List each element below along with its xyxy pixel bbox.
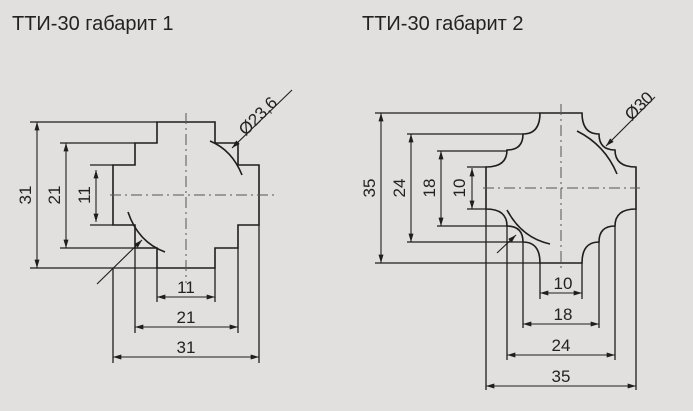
diagram1-diameter-leader (96, 239, 143, 285)
diagram1-title: ТТИ-30 габарит 1 (12, 13, 174, 35)
diagram1-hdim-label: 21 (177, 308, 196, 327)
diagram2-extension-lines (375, 112, 637, 390)
diagram1-hdim-label: 31 (177, 338, 196, 357)
diagram2-diameter-label: Ø30 (621, 88, 657, 124)
diagram2-vdim-label: 35 (360, 179, 379, 198)
diagram1-hdim-label: 11 (177, 278, 195, 297)
diagram1-vdim-label: 11 (75, 186, 94, 204)
diagram2-hdim-label: 10 (554, 274, 573, 293)
diagram1-diameter-leader (231, 89, 293, 149)
diagram2-diameter-leader (605, 96, 656, 147)
diagram2-vdim-label: 18 (420, 179, 439, 198)
diagram2-vdim-label: 24 (390, 179, 409, 198)
diagram2-hdim-label: 35 (552, 367, 571, 386)
diagram2-diameter-arc (506, 209, 551, 245)
diagram1-extension-lines (30, 121, 260, 363)
diagram1-vdim-label: 21 (45, 186, 64, 205)
diagram1-diameter-arc (127, 211, 166, 253)
diagram2-vdim-label: 10 (450, 179, 469, 198)
diagram2-title: ТТИ-30 габарит 2 (362, 13, 524, 35)
diagram1-diameter-label: Ø23,6 (235, 93, 281, 139)
diagram2: 35 24 18 10 10 18 24 35 Ø30 (360, 88, 657, 390)
diagram2-diameter-leader (496, 234, 517, 254)
diagram2-hdim-label: 18 (554, 305, 573, 324)
diagram1-vdim-label: 31 (16, 186, 35, 205)
diagram1: 31 21 11 11 21 31 Ø23,6 (16, 89, 293, 363)
diagram2-diameter-arc (576, 130, 618, 175)
diagram2-hdim-label: 24 (552, 336, 571, 355)
diagram1-diameter-arc (209, 140, 243, 176)
